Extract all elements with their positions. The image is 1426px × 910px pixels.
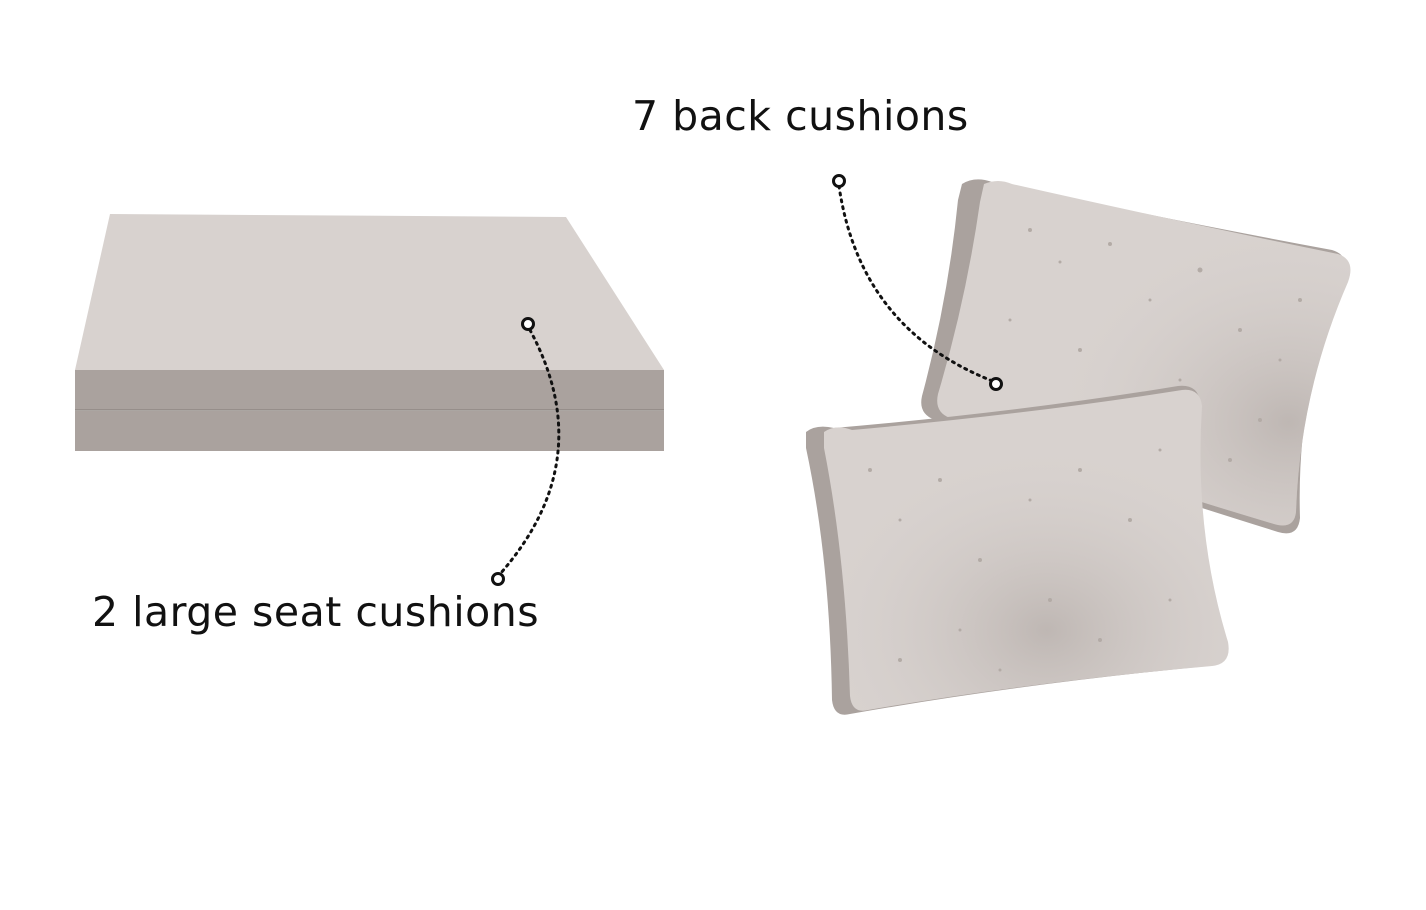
seat-pointer-end-dot (491, 572, 505, 586)
seat-cushions-label: 2 large seat cushions (92, 588, 540, 636)
seat-cushion-top (75, 214, 664, 370)
seat-cushion-icon (75, 214, 664, 451)
back-pointer-end-dot (989, 377, 1003, 391)
back-pointer-start-dot (832, 174, 846, 188)
back-cushions-pointer (832, 174, 1003, 391)
seat-cushion-side-upper (75, 370, 664, 410)
back-pillow-rear-speckles (1008, 228, 1302, 462)
seat-pointer-start-dot (521, 317, 535, 331)
back-pillow-front-icon (806, 385, 1229, 715)
back-cushions-label: 7 back cushions (632, 92, 969, 140)
seat-cushions-pointer (491, 317, 561, 586)
seat-cushion-side-lower (75, 411, 664, 451)
back-pillow-front-speckles (868, 448, 1172, 672)
